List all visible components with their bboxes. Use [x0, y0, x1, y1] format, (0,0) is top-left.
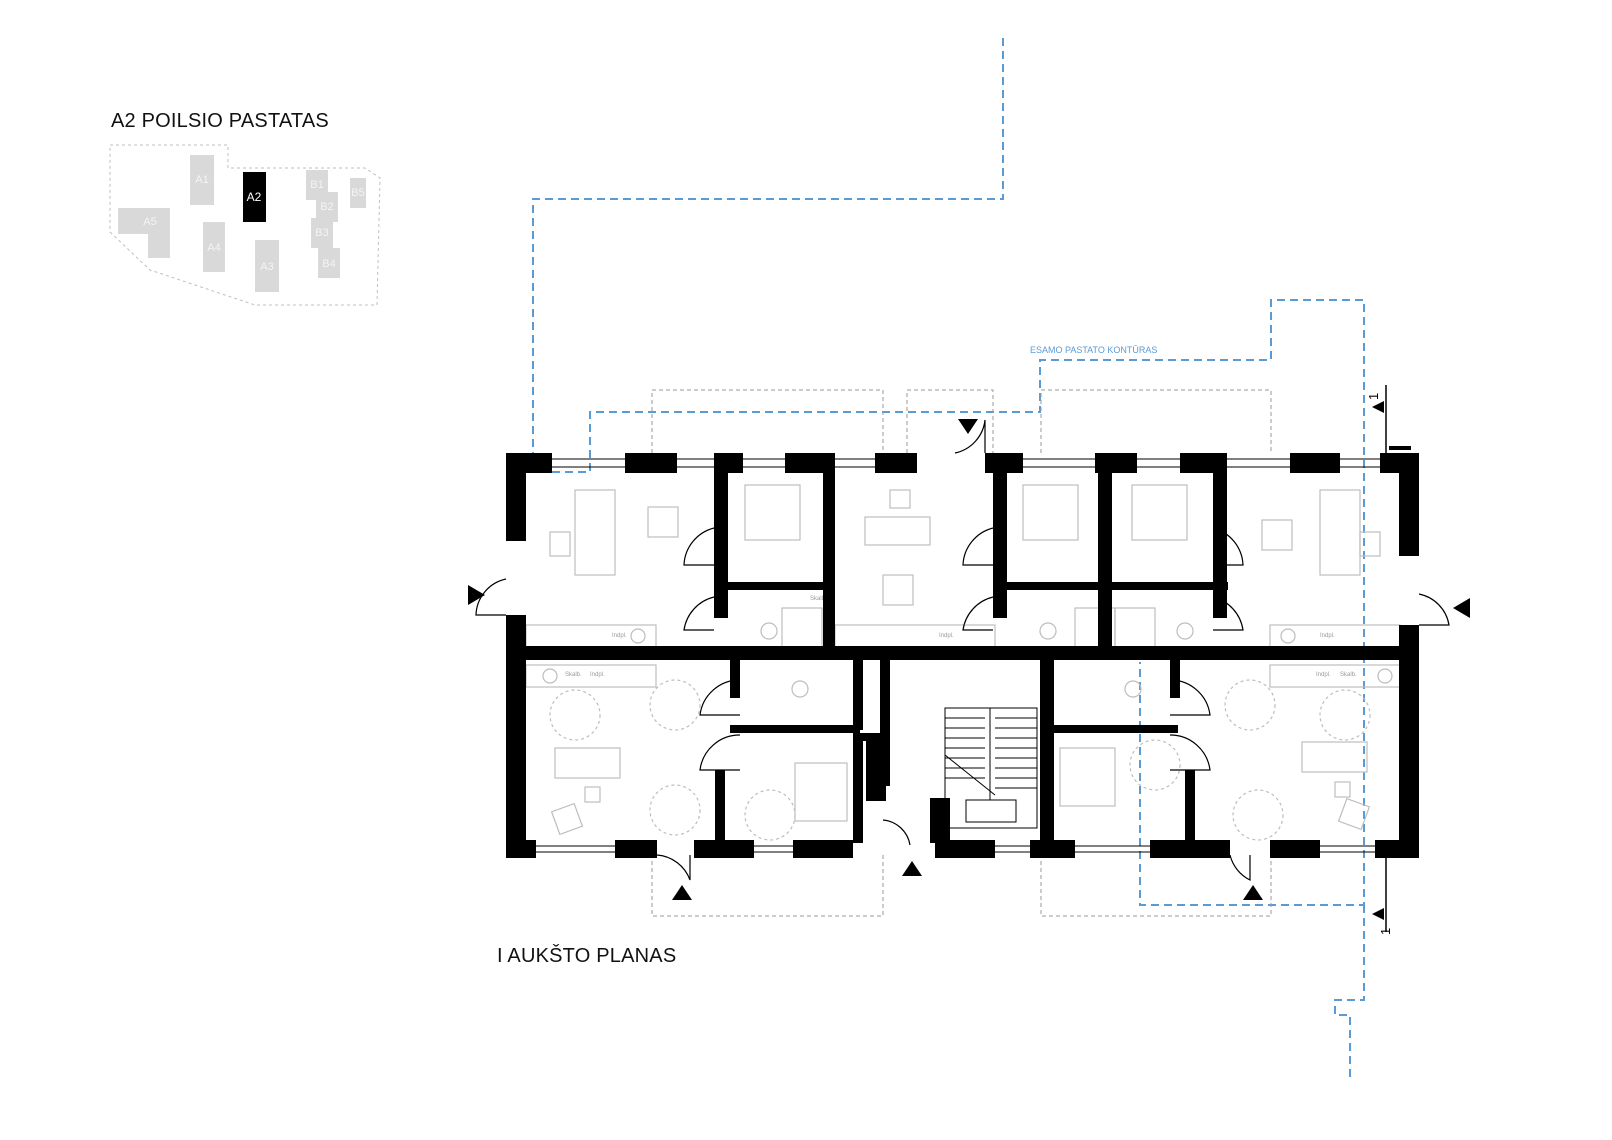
site-building-A2 [243, 172, 266, 222]
sofa [1319, 489, 1361, 576]
entrance-arrow-icon [468, 585, 485, 605]
table [889, 489, 911, 509]
site-label-A1: A1 [195, 174, 208, 186]
site-building-A4 [203, 222, 225, 272]
plan-title: I AUKŠTO PLANAS [497, 945, 677, 967]
section-label-top: 1 [1366, 393, 1381, 400]
bed [744, 484, 801, 541]
entrance-arrows [468, 419, 1470, 900]
doors [475, 419, 1450, 881]
site-label-B1: B1 [310, 179, 323, 191]
section-marker-bottom [1372, 858, 1387, 932]
bed [1131, 484, 1188, 541]
armchair [550, 802, 584, 836]
table [1334, 781, 1351, 798]
wheelchair-circle [1319, 689, 1371, 741]
armchair [1337, 797, 1371, 831]
site-label-B4: B4 [322, 258, 335, 270]
wheelchair-circle [1129, 739, 1181, 791]
wardrobe [781, 607, 823, 649]
site-label-A4: A4 [207, 242, 220, 254]
site-building-A3 [255, 240, 279, 292]
wheelchair-circle [744, 789, 796, 841]
bed [1022, 484, 1079, 541]
bed [794, 762, 848, 822]
sofa [864, 516, 931, 546]
entrance-arrow-icon [1243, 885, 1263, 900]
dishwasher-label: Indpl. [1320, 633, 1335, 639]
entrance-arrow-icon [958, 419, 978, 434]
sofa [574, 489, 616, 576]
entrance-arrow-icon [902, 861, 922, 876]
site-building-A1 [190, 155, 214, 205]
entrance-arrow-icon [1453, 598, 1470, 618]
existing-outline-label: ESAMO PASTATO KONTŪRAS [1030, 345, 1157, 355]
wheelchair-circle [1232, 789, 1284, 841]
site-label-A5: A5 [143, 216, 156, 228]
entrance-arrow-icon [672, 885, 692, 900]
wheelchair-circle [649, 784, 701, 836]
site-plan: A1 A3 A4 A5 B1 B2 B3 B4 B5 A2 [109, 144, 381, 306]
washer-label: Skalb. [1340, 672, 1357, 678]
site-label-B3: B3 [315, 227, 328, 239]
dining-table [1261, 519, 1293, 551]
section-marker-top [1372, 385, 1411, 453]
site-building-B5 [350, 178, 366, 208]
sofa [1301, 741, 1368, 773]
kitchen-counter [1269, 664, 1401, 688]
site-label-B5: B5 [351, 187, 364, 199]
site-building-B3 [311, 218, 333, 248]
dishwasher-label: Indpl. [939, 633, 954, 639]
table [549, 531, 571, 557]
kitchen-counter [1269, 624, 1401, 648]
dining-table [647, 506, 679, 538]
site-building-A5-2 [148, 208, 170, 258]
dishwasher-label: Indpl. [1316, 672, 1331, 678]
wheelchair-circle [649, 679, 701, 731]
kitchen-counter [834, 624, 996, 648]
windows [510, 458, 1415, 853]
bed [1059, 747, 1116, 807]
dishwasher-label: Indpl. [612, 633, 627, 639]
section-arrow-icon [1372, 908, 1384, 920]
site-label-A2: A2 [247, 190, 262, 204]
section-label-bottom: 1 [1378, 928, 1393, 935]
washer-label: Skalb. [565, 672, 582, 678]
site-label-A3: A3 [260, 261, 273, 273]
existing-outline [532, 38, 1365, 1080]
building-title: A2 POILSIO PASTATAS [111, 110, 329, 132]
kitchen-counter [525, 624, 657, 648]
terrace-outlines [651, 389, 1272, 917]
section-arrow-icon [1372, 401, 1384, 413]
sofa [554, 747, 621, 779]
stairs [944, 707, 1038, 829]
site-building-B4 [318, 248, 340, 278]
dishwasher-label: Indpl. [590, 672, 605, 678]
wheelchair-circle [549, 689, 601, 741]
walls [506, 453, 1419, 858]
dining-table [882, 574, 914, 606]
site-building-B2 [316, 192, 338, 222]
wardrobe [1114, 607, 1156, 649]
table [1359, 531, 1381, 557]
site-label-B2: B2 [320, 201, 333, 213]
furniture [525, 484, 1401, 841]
table [584, 786, 601, 803]
washer-label: Skalb. [810, 596, 827, 602]
wheelchair-circle [1224, 679, 1276, 731]
